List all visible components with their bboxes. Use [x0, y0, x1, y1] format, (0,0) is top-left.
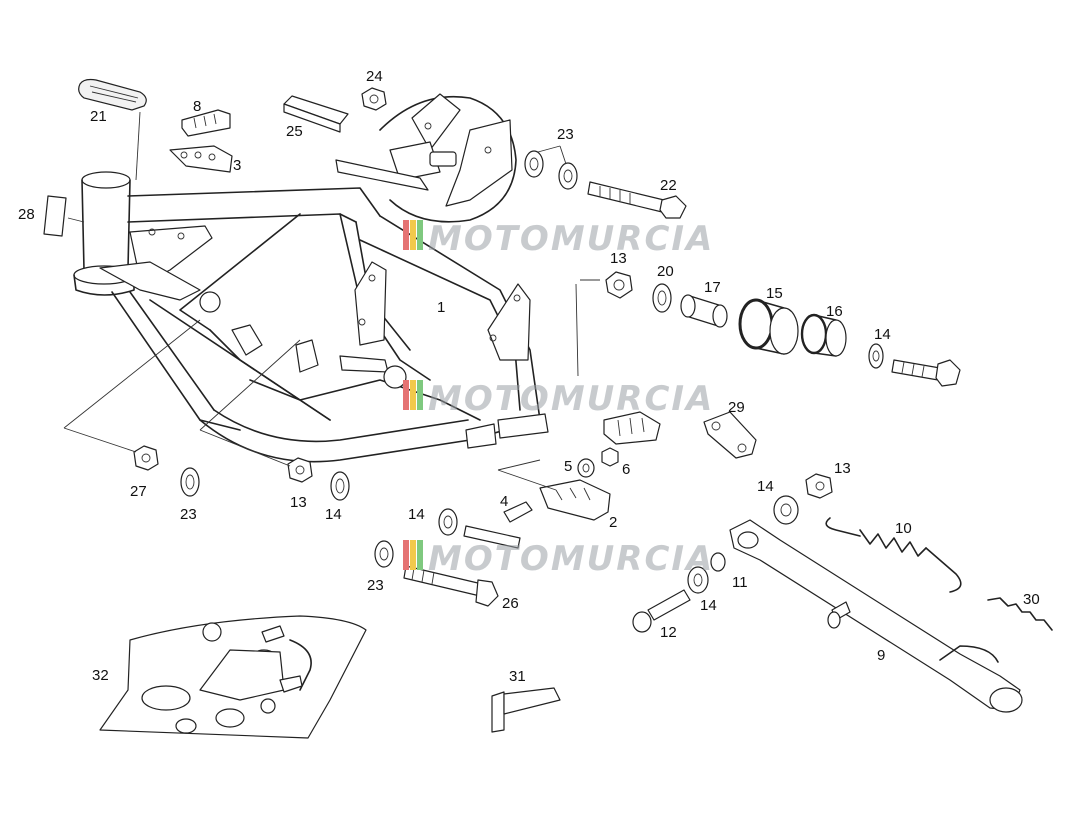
washer-14-mid — [438, 508, 458, 536]
label-part: 14 — [408, 506, 425, 523]
footpeg-2 — [539, 479, 611, 521]
watermark-text: MOTOMURCIA — [428, 379, 714, 419]
label-part: 32 — [92, 667, 109, 684]
part-labels: 1 2 3 4 5 6 8 9 10 11 12 13 13 13 13 14 … — [18, 68, 1040, 685]
label-part: 13 — [834, 460, 851, 477]
label-part: 29 — [728, 399, 745, 416]
nut-6 — [601, 447, 619, 467]
label-part: 4 — [500, 493, 508, 510]
bolt-22 — [587, 181, 687, 219]
watermark-bottom: MOTOMURCIA — [403, 539, 714, 579]
washer-23-left — [180, 467, 200, 497]
label-part: 13 — [610, 250, 627, 267]
label-part: 12 — [660, 624, 677, 641]
bolt-14-axle — [891, 359, 961, 387]
washer-14-left — [330, 471, 350, 501]
watermark-top: MOTOMURCIA — [403, 219, 714, 259]
label-part: 20 — [657, 263, 674, 280]
label-part: 30 — [1023, 591, 1040, 608]
washer-20 — [652, 283, 672, 313]
label-part: 27 — [130, 483, 147, 500]
watermark-middle: MOTOMURCIA — [403, 379, 714, 419]
label-part: 11 — [732, 574, 748, 591]
washer-5 — [577, 458, 595, 478]
label-part: 22 — [660, 177, 677, 194]
footpeg-rubber-29 — [603, 411, 661, 445]
label-part: 14 — [700, 597, 717, 614]
washer-23-mid — [374, 540, 394, 568]
label-part: 25 — [286, 123, 303, 140]
spacer-17 — [680, 294, 728, 328]
label-part: 23 — [180, 506, 197, 523]
label-part: 26 — [502, 595, 519, 612]
spring-10 — [825, 517, 962, 593]
label-part: 8 — [193, 98, 201, 115]
washer-23-top — [524, 150, 578, 190]
label-part: 28 — [18, 206, 35, 223]
washer-14-axle — [868, 343, 884, 369]
label-part: 13 — [290, 494, 307, 511]
label-part: 2 — [609, 514, 617, 531]
side-stand-9 — [729, 519, 1023, 713]
bolt-4 — [503, 501, 533, 523]
bolt-12 — [632, 589, 691, 633]
frame-drawing — [73, 171, 549, 463]
nut-13-stand — [805, 473, 833, 499]
footrest-8 — [181, 109, 231, 137]
bolt-14-mid — [463, 525, 521, 549]
label-part: 15 — [766, 285, 783, 302]
spring-30 — [987, 597, 1053, 631]
detail-inset-drawing — [335, 93, 517, 223]
nut-13-left — [287, 457, 313, 483]
label-part: 3 — [233, 157, 241, 174]
label-part: 23 — [367, 577, 384, 594]
watermark-text: MOTOMURCIA — [428, 539, 714, 579]
sticker-28 — [43, 195, 67, 237]
bolt-26 — [403, 565, 499, 607]
nut-13-right — [605, 271, 633, 299]
bushing-15 — [738, 298, 799, 355]
spacer-11 — [710, 552, 726, 572]
watermark-text: MOTOMURCIA — [428, 219, 714, 259]
label-part: 5 — [564, 458, 572, 475]
label-part: 1 — [437, 299, 445, 316]
label-part: 17 — [704, 279, 721, 296]
label-part: 14 — [757, 478, 774, 495]
nut-24 — [361, 87, 387, 111]
label-part: 14 — [325, 506, 342, 523]
washer-14-stand — [687, 566, 709, 594]
nut-27 — [133, 445, 159, 471]
lock-kit-32 — [99, 615, 367, 739]
block-25 — [283, 95, 349, 133]
label-part: 9 — [877, 647, 885, 664]
washer-14-stand-top — [773, 495, 799, 525]
label-part: 6 — [622, 461, 630, 478]
grip-pad-21 — [78, 78, 147, 111]
leader-lines — [63, 111, 600, 491]
label-part: 31 — [509, 668, 526, 685]
label-part: 24 — [366, 68, 383, 85]
bushing-16 — [800, 313, 847, 357]
watermarks: MOTOMURCIA MOTOMURCIA MOTOMURCIA — [403, 219, 714, 579]
label-part: 21 — [90, 108, 107, 125]
label-part: 16 — [826, 303, 843, 320]
label-part: 23 — [557, 126, 574, 143]
label-part: 14 — [874, 326, 891, 343]
tool-31 — [491, 687, 561, 733]
footpeg-29-bracket — [703, 411, 757, 459]
footrest-rubber-3 — [169, 145, 233, 173]
label-part: 10 — [895, 520, 912, 537]
